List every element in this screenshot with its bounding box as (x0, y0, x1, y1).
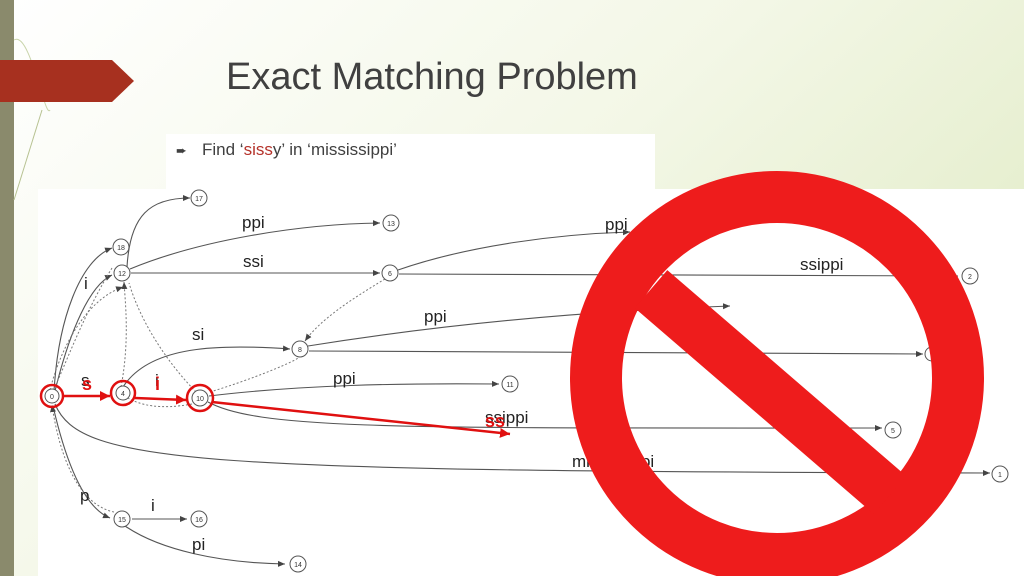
node-2: 2 (961, 267, 979, 285)
arrow-bullet-icon: ➨ (176, 143, 187, 158)
edge-label-ppi: ppi (242, 213, 265, 232)
node-label: 1 (998, 472, 1002, 479)
match-char-s: s (82, 374, 92, 394)
slide-title: Exact Matching Problem (226, 56, 638, 98)
node-0: 0 (44, 388, 60, 404)
edge-4-8 (122, 345, 291, 388)
edge-label-i: i (151, 496, 155, 515)
bullet-item: ➨ Find ‘sissy’ in ‘mississippi’ (176, 140, 397, 160)
bullet-text-middle: y’ in ‘ (272, 140, 311, 159)
edge-0-15 (52, 405, 111, 519)
edge-12-13 (129, 220, 381, 270)
edge-label-ppi: ppi (605, 215, 628, 234)
bullet-background (166, 134, 655, 190)
edge-10-11 (208, 380, 500, 397)
edge-10-5 (207, 401, 883, 432)
edge-0-18 (53, 247, 113, 393)
left-edge-bar (0, 0, 14, 576)
match-path: s i ss (39, 374, 511, 438)
node-4: 4 (115, 385, 131, 401)
node-15: 15 (113, 510, 131, 528)
node-label: 18 (117, 245, 125, 252)
bullet-text-suffix: mississippi’ (310, 140, 397, 159)
edge-15-14 (124, 525, 286, 567)
node-5: 5 (884, 421, 902, 439)
node-17: 17 (190, 189, 208, 207)
node-label: 6 (388, 271, 392, 278)
node-1: 1 (991, 465, 1009, 483)
edge-6-3 (397, 229, 631, 271)
node-label: 2 (968, 274, 972, 281)
tree-nodes: 0 4 10 12 18 17 13 6 2 8 11 5 1 15 16 14 (44, 189, 1009, 573)
edge-label-si: si (192, 325, 204, 344)
accent-arrow (0, 60, 134, 102)
node-label: 14 (294, 562, 302, 569)
highlight-circle (185, 383, 215, 413)
node-label: 10 (196, 396, 204, 403)
node-label: 0 (50, 394, 54, 401)
edge-label-ssi: ssi (243, 252, 264, 271)
edge-label-i: i (84, 274, 88, 293)
node-14: 14 (289, 555, 307, 573)
match-chars-ss: ss (485, 411, 505, 431)
node-label: 13 (387, 221, 395, 228)
edge-label-p: p (80, 486, 89, 505)
bullet-text-highlight: siss (243, 140, 273, 159)
edge-12-17 (126, 195, 191, 268)
node-8: 8 (291, 340, 309, 358)
edge-label-s: s (81, 371, 90, 390)
prohibited-icon (570, 171, 984, 576)
node-13: 13 (382, 214, 400, 232)
node-18: 18 (112, 238, 130, 256)
edge-label-ssippi: ssippi (485, 408, 528, 427)
highlight-circle (109, 379, 137, 407)
edge-label-ppi: ppi (333, 369, 356, 388)
node-label: 15 (118, 517, 126, 524)
node-label: 8 (298, 347, 302, 354)
edge-0-1 (54, 403, 991, 476)
node-label: 11 (506, 382, 513, 389)
node-10: 10 (191, 389, 209, 407)
node-16: 16 (190, 510, 208, 528)
edge-6-2 (398, 272, 959, 279)
bullet-text-prefix: Find ‘ (202, 140, 244, 159)
edge-label-i: i (155, 371, 159, 390)
edge-label-ppi: ppi (424, 307, 447, 326)
node-label: 12 (118, 271, 126, 278)
node-label: 17 (195, 196, 203, 203)
node-11: 11 (501, 375, 519, 393)
match-char-i: i (155, 374, 160, 394)
node-label: 4 (121, 391, 125, 398)
node-6: 6 (381, 264, 399, 282)
tree-edges (52, 195, 991, 567)
node-label: 5 (891, 428, 895, 435)
node-12: 12 (113, 264, 131, 282)
node-label: 16 (195, 517, 203, 524)
edge-label-pi: pi (192, 535, 205, 554)
edge-label-ssippi: ssippi (800, 255, 843, 274)
